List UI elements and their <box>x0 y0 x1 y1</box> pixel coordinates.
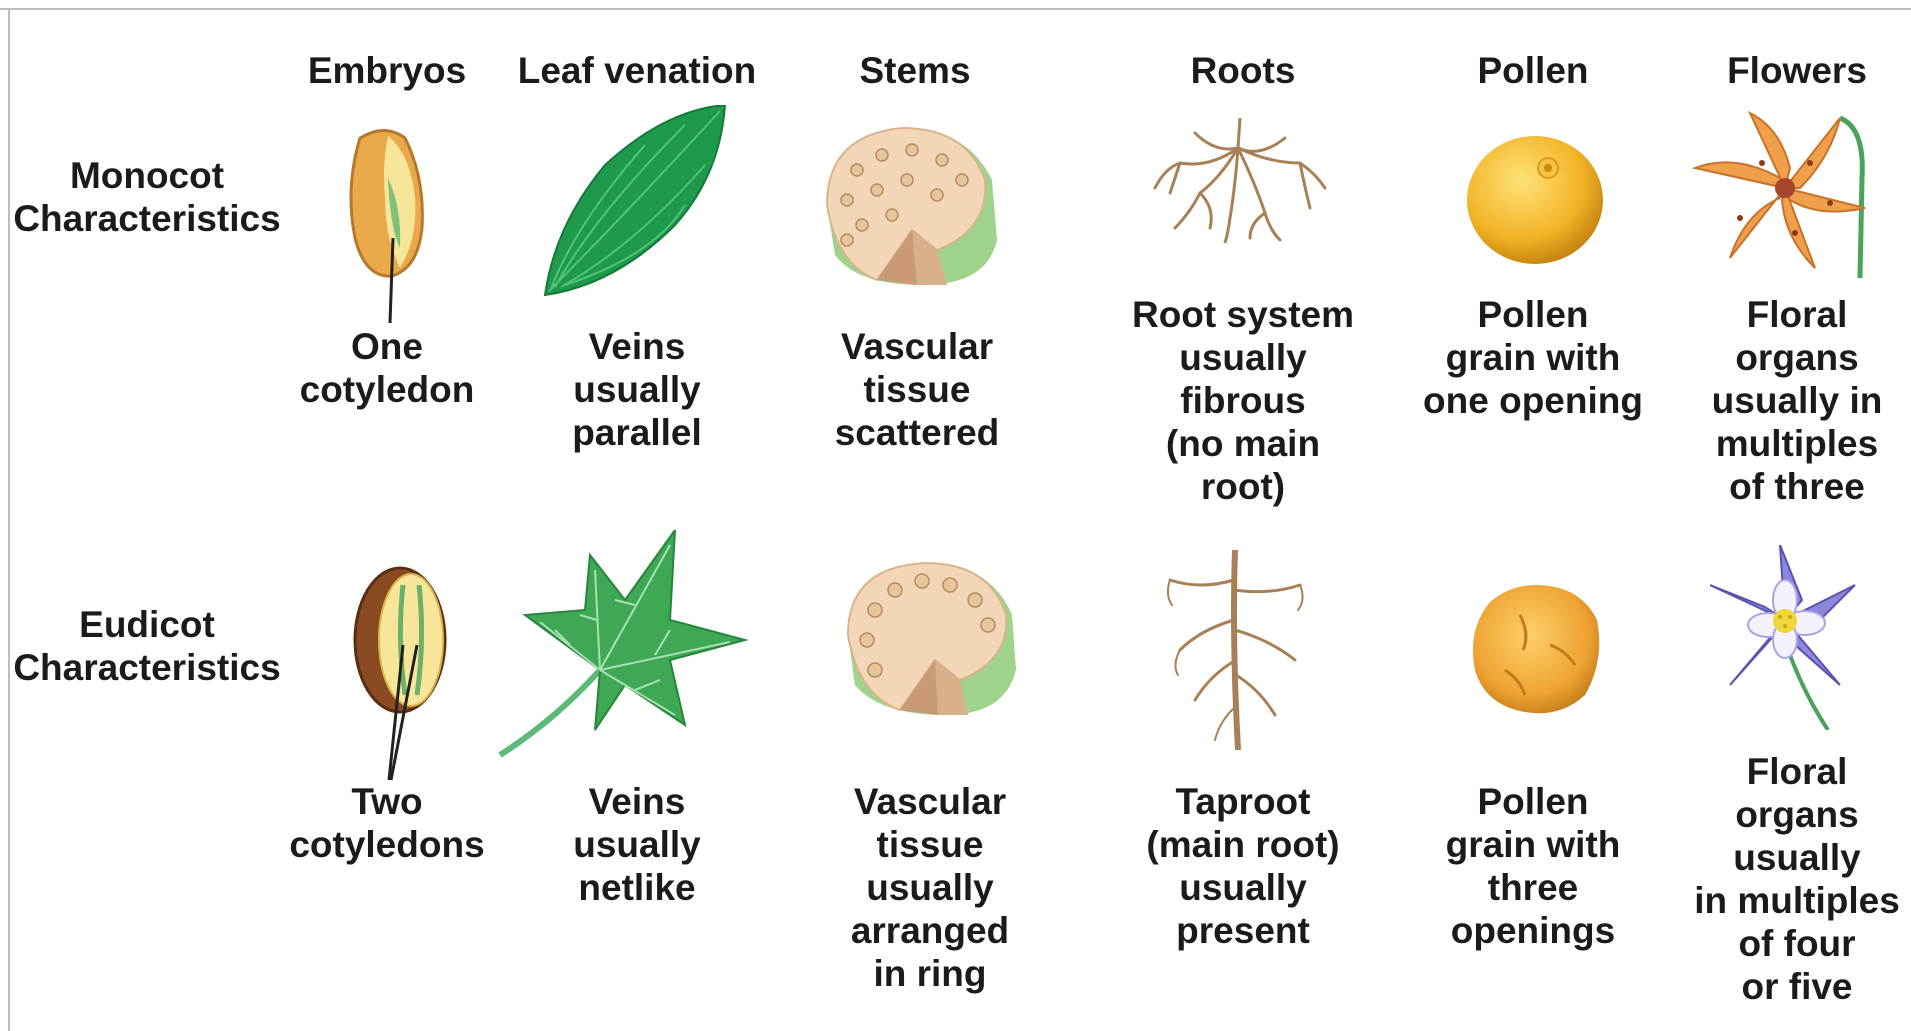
caption-eudicot-embryo: Two cotyledons <box>257 780 517 866</box>
monocot-root-illustration <box>1150 118 1330 243</box>
caption-monocot-root: Root system usually fibrous (no main roo… <box>1113 293 1373 508</box>
caption-monocot-embryo: One cotyledon <box>257 325 517 411</box>
monocot-flower-illustration <box>1690 108 1880 278</box>
column-header-flowers: Flowers <box>1667 50 1911 92</box>
frame-border-top <box>0 8 1911 10</box>
column-header-roots: Roots <box>1113 50 1373 92</box>
caption-eudicot-stem: Vascular tissue usually arranged in ring <box>800 780 1060 995</box>
monocot-leaf-illustration <box>535 105 735 305</box>
row-label-monocot: Monocot Characteristics <box>2 154 292 240</box>
monocot-pollen-illustration <box>1460 130 1610 270</box>
caption-eudicot-leaf: Veins usually netlike <box>507 780 767 909</box>
caption-eudicot-root: Taproot (main root) usually present <box>1113 780 1373 952</box>
column-header-embryos: Embryos <box>257 50 517 92</box>
caption-monocot-pollen: Pollen grain with one opening <box>1403 293 1663 422</box>
eudicot-pollen-illustration <box>1465 580 1605 720</box>
eudicot-leaf-illustration <box>495 530 750 765</box>
eudicot-seed-illustration <box>345 555 465 785</box>
monocot-seed-illustration <box>330 118 450 338</box>
column-header-pollen: Pollen <box>1403 50 1663 92</box>
column-header-leaf-venation: Leaf venation <box>507 50 767 92</box>
monocot-stem-illustration <box>817 120 1007 290</box>
caption-monocot-flower: Floral organs usually in multiples of th… <box>1667 293 1911 508</box>
column-header-stems: Stems <box>785 50 1045 92</box>
caption-eudicot-pollen: Pollen grain with three openings <box>1403 780 1663 952</box>
eudicot-root-illustration <box>1160 550 1310 750</box>
caption-monocot-leaf: Veins usually parallel <box>507 325 767 454</box>
eudicot-stem-illustration <box>840 555 1020 725</box>
caption-eudicot-flower: Floral organs usually in multiples of fo… <box>1667 750 1911 1008</box>
row-label-eudicot: Eudicot Characteristics <box>2 603 292 689</box>
eudicot-flower-illustration <box>1710 545 1860 730</box>
caption-monocot-stem: Vascular tissue scattered <box>787 325 1047 454</box>
